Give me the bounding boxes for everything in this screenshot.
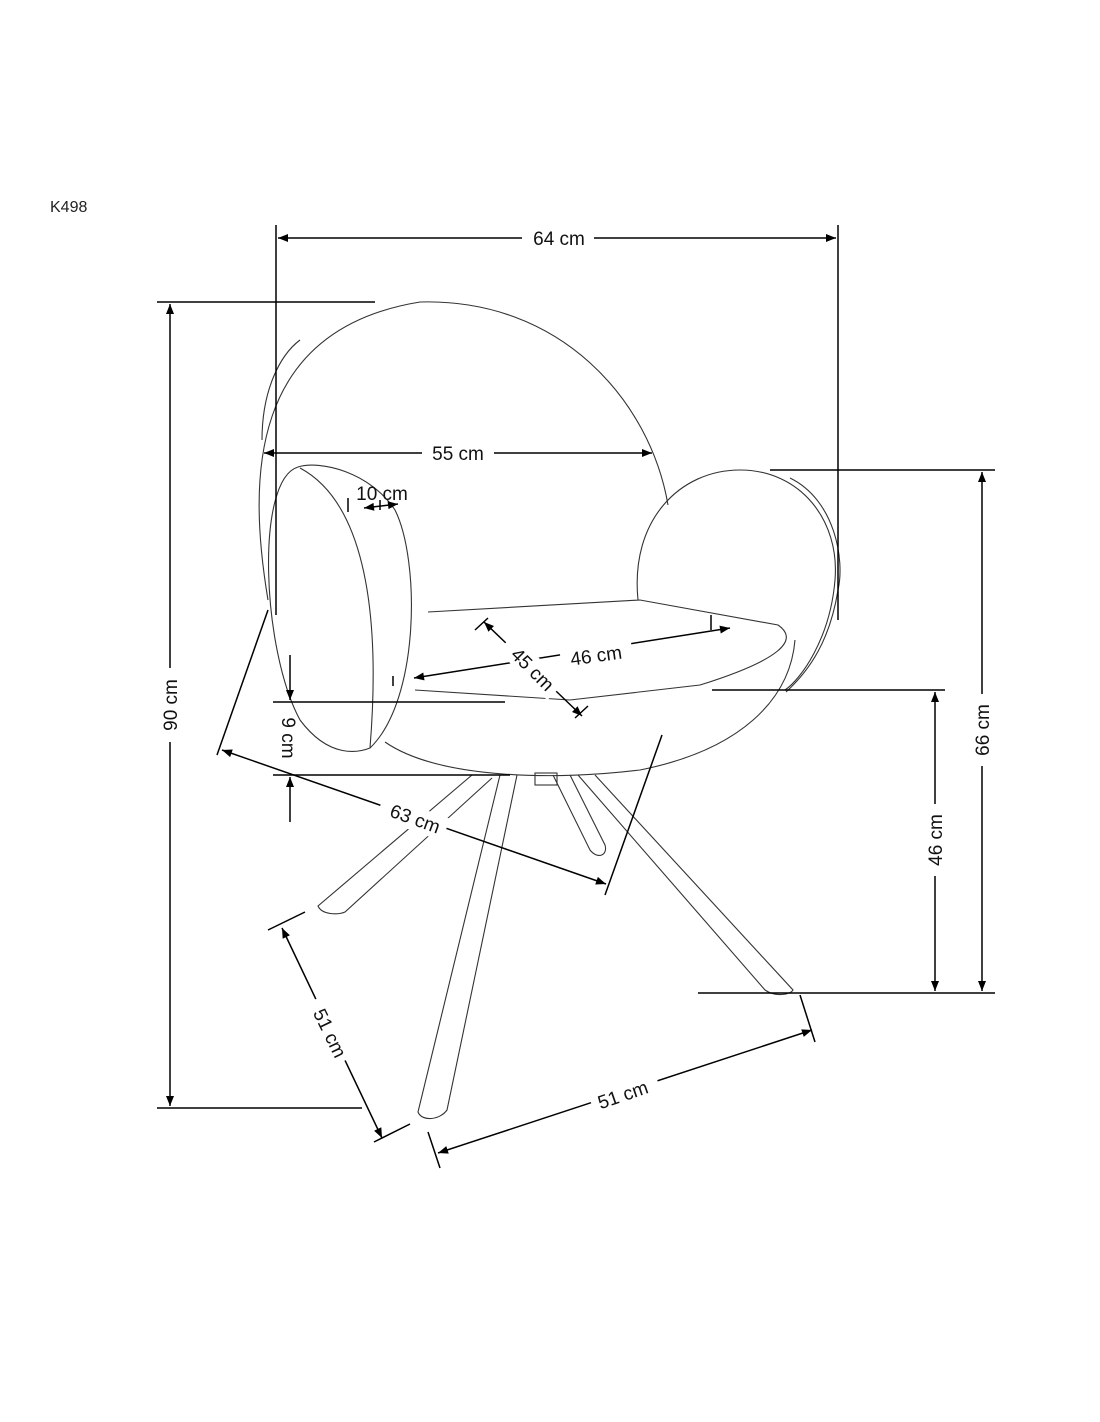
seat-cushion [414, 599, 787, 701]
dimension-armrest-height: 66 cm [698, 469, 995, 994]
dimension-total-width: 64 cm [275, 225, 839, 620]
dimension-base-width: 51 cm [427, 994, 816, 1169]
label-55cm: 55 cm [432, 444, 484, 465]
label-66cm: 66 cm [973, 704, 994, 756]
leg [317, 774, 493, 915]
dimension-seat-thickness: 9 cm [273, 655, 510, 822]
dimension-inner-width: 55 cm [264, 441, 652, 465]
swivel-hub [534, 772, 558, 786]
leg [552, 774, 607, 856]
chair-outline [258, 301, 841, 1120]
label-46cm-height: 46 cm [926, 814, 947, 866]
dimension-total-height: 90 cm [157, 301, 375, 1109]
label-9cm: 9 cm [277, 717, 298, 758]
backrest [258, 301, 669, 601]
label-64cm: 64 cm [533, 229, 585, 250]
label-10cm: 10 cm [356, 484, 408, 505]
leg [577, 774, 794, 996]
dimension-seat-width: 46 cm [392, 615, 731, 686]
dimension-armrest-thickness: 10 cm [347, 484, 408, 512]
dimension-seat-height: 46 cm [712, 689, 947, 991]
label-90cm: 90 cm [161, 679, 182, 731]
right-armrest [636, 469, 836, 691]
product-code: K498 [50, 199, 88, 216]
